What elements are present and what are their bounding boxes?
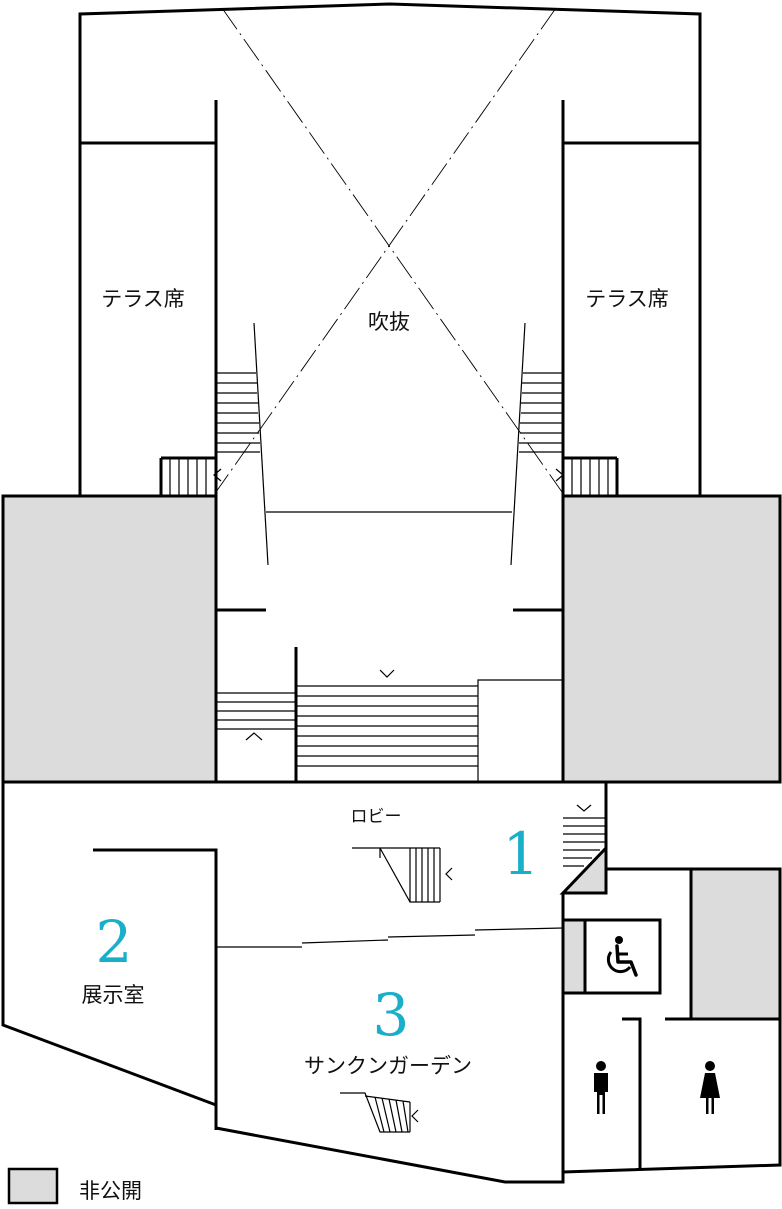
stairs-right-upper (519, 372, 619, 496)
chevron-icon (411, 1109, 419, 1123)
room-label-lobby: ロビー (351, 807, 402, 827)
marker-number-3: 3 (373, 981, 410, 1049)
room-label-terrace-left: テラス席 (101, 287, 185, 311)
marker-number-2: 2 (96, 908, 133, 976)
room-label-exhibition: 展示室 (82, 983, 145, 1007)
atrium-structure (78, 2, 702, 566)
chevron-icon (245, 732, 263, 741)
stairs-main (296, 685, 478, 767)
legend-label: 非公開 (79, 1179, 142, 1203)
man-icon (594, 1061, 608, 1114)
garden-edge (216, 927, 564, 948)
closed-area-left-block (1, 494, 218, 784)
room-label-atrium: 吹抜 (368, 310, 410, 334)
stairs-left-upper (159, 372, 260, 496)
chevron-icon (576, 804, 592, 812)
room-label-terrace-right: テラス席 (585, 287, 669, 311)
stairs-left-middle (216, 692, 296, 730)
closed-area-right-block (561, 494, 782, 784)
legend: 非公開 (7, 1167, 142, 1205)
wheelchair-icon (606, 936, 638, 977)
closed-areas (1, 494, 782, 1021)
chevron-icon (445, 867, 453, 881)
closed-area-right-storage (689, 867, 782, 1021)
room-label-sunken-garden: サンクンガーデン (304, 1054, 472, 1078)
stairs-lobby-right (563, 817, 606, 867)
closed-area-stair-landing (559, 844, 608, 895)
stairs-garden (340, 1092, 411, 1133)
stairs-lobby (352, 847, 441, 903)
woman-icon (700, 1061, 720, 1114)
lower-walls (1, 780, 782, 1184)
legend-swatch (7, 1167, 59, 1205)
chevron-icon (379, 669, 395, 678)
closed-area-wc-strip (561, 918, 587, 995)
chevron-icon (213, 468, 222, 482)
chevron-icon (555, 468, 564, 482)
middle-walls (216, 608, 563, 782)
marker-number-1: 1 (503, 820, 540, 888)
